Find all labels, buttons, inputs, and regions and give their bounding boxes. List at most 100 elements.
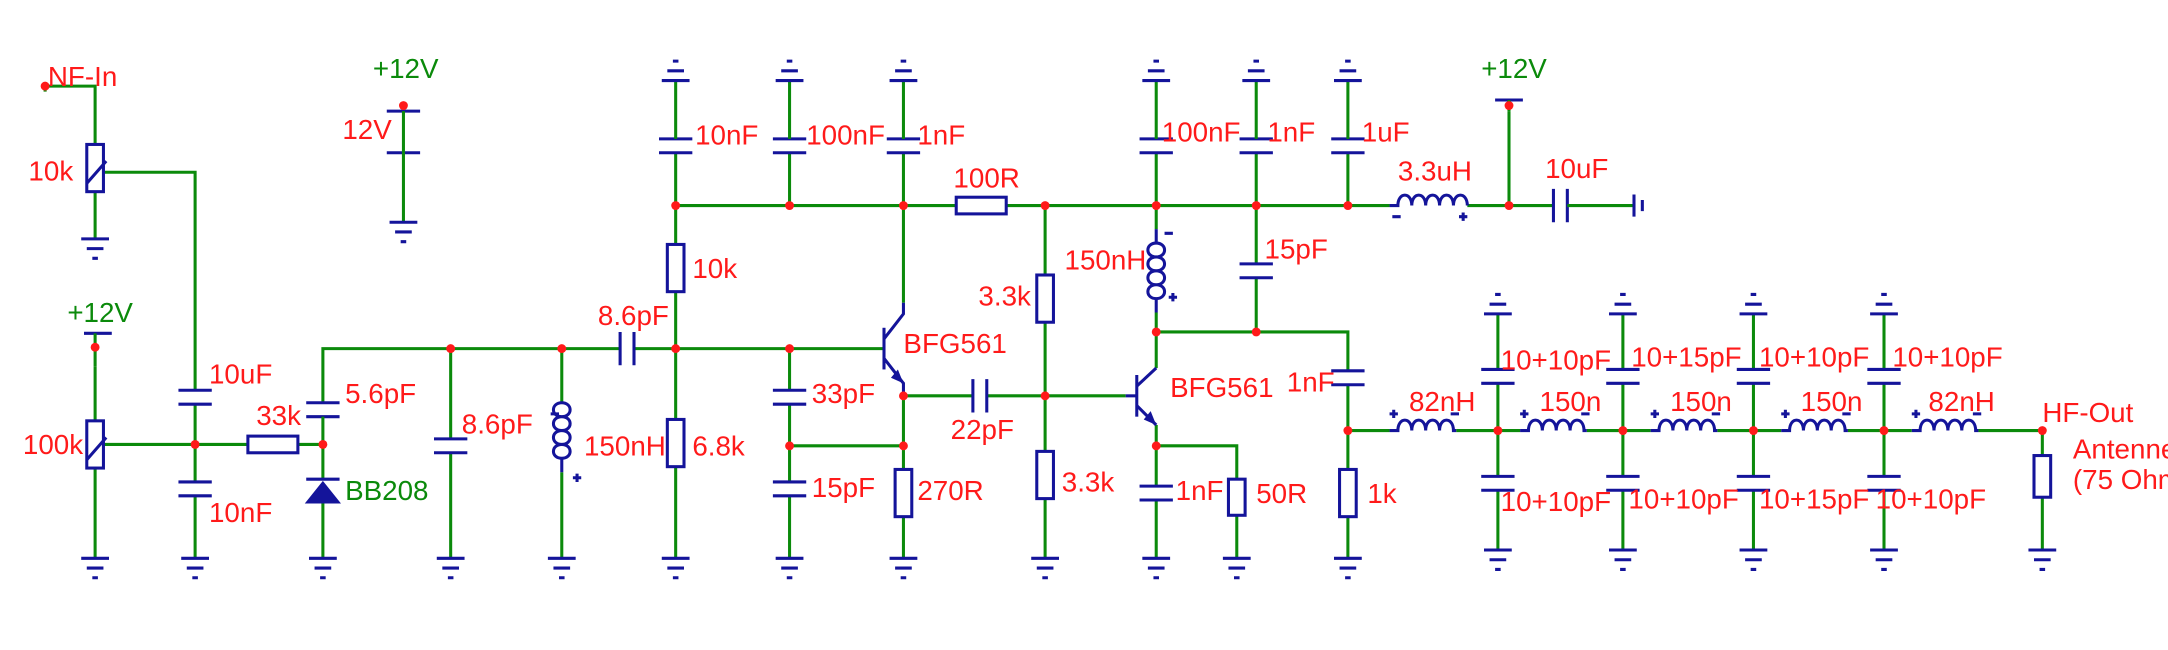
res-270R-symbol — [893, 467, 914, 519]
cap-10uF-symbol — [178, 388, 212, 406]
label-filter-cb4: 10+10pF — [1876, 483, 1986, 514]
pot-10k-symbol — [85, 142, 105, 194]
label-filter-ct3: 10+10pF — [1759, 342, 1869, 373]
label-cap-1uF: 1uF — [1362, 117, 1410, 148]
label-res-1k: 1k — [1367, 478, 1396, 509]
label-ind-3u3: 3.3uH — [1398, 156, 1472, 187]
label-pot-10k: 10k — [28, 156, 73, 187]
label-cap-10nF-top: 10nF — [695, 119, 758, 150]
label-res-3k3-b: 3.3k — [1062, 467, 1115, 498]
label-cap-10uF-a: 10uF — [209, 358, 272, 389]
filter-ind-3-symbol — [1650, 418, 1718, 433]
label-antenne: Antenne — [2073, 433, 2168, 464]
res-100R-symbol — [954, 195, 1008, 216]
ind-150nH-b-symbol — [1146, 229, 1167, 313]
label-cap-8p6-series: 8.6pF — [598, 300, 669, 331]
label-filter-ct1: 10+10pF — [1501, 344, 1611, 375]
res-3k3-a-symbol — [1035, 273, 1055, 324]
transistor-q2-symbol — [1125, 366, 1158, 427]
label-res-10k: 10k — [692, 253, 737, 284]
cap-100nF-top-symbol — [772, 137, 807, 155]
label-res-100R: 100R — [953, 163, 1019, 194]
label-res-6k8: 6.8k — [692, 431, 745, 462]
res-10k-symbol — [665, 242, 686, 294]
cap-1uF-symbol — [1331, 137, 1365, 155]
label-cap-100nF-top: 100nF — [806, 119, 885, 150]
ind-150nH-a-symbol — [551, 401, 572, 473]
cap-8p6-series-symbol — [618, 331, 636, 366]
label-supply-2: +12V — [67, 297, 133, 328]
wires — [43, 84, 2044, 559]
label-filter-ct4: 10+10pF — [1892, 342, 2002, 373]
cap-33pF-symbol — [772, 388, 807, 406]
grounds — [81, 59, 2057, 580]
label-ind-150nH-a: 150nH — [584, 431, 666, 462]
label-ind-150nH-b: 150nH — [1065, 244, 1147, 275]
label-res-33k: 33k — [256, 400, 301, 431]
cap-5p6-symbol — [306, 401, 340, 419]
cap-10uF-b-symbol — [1551, 188, 1569, 223]
label-q2: BFG561 — [1170, 372, 1273, 403]
cap-10nF-top-symbol — [659, 137, 693, 155]
label-supply-3: +12V — [1481, 53, 1547, 84]
filter-ind-4-symbol — [1781, 418, 1848, 433]
label-cap-22pF: 22pF — [951, 414, 1014, 445]
label-cap-1nF-out: 1nF — [1287, 367, 1335, 398]
label-q1: BFG561 — [903, 328, 1006, 359]
label-ohm: (75 Ohm) — [2073, 464, 2168, 495]
res-3k3-b-symbol — [1035, 449, 1055, 501]
label-filter-ct2: 10+15pF — [1631, 342, 1741, 373]
filter-ind-5-symbol — [1911, 418, 1979, 433]
label-filter-l3: 150n — [1670, 386, 1732, 417]
pot-100k-symbol — [85, 419, 105, 470]
cap-1nF-emit-symbol — [1139, 484, 1173, 502]
label-filter-cb2: 10+10pF — [1628, 483, 1738, 514]
label-res-270R: 270R — [917, 475, 983, 506]
cap-8p6-shunt-symbol — [434, 437, 468, 455]
cap-1nF-out-symbol — [1331, 369, 1365, 387]
label-cap-10uF-b: 10uF — [1545, 153, 1608, 184]
label-filter-l2: 150n — [1540, 386, 1602, 417]
label-filter-l1: 82nH — [1409, 386, 1475, 417]
label-filter-l5: 82nH — [1928, 386, 1994, 417]
components — [84, 80, 2053, 519]
label-cap-1nF-top2: 1nF — [1267, 117, 1315, 148]
nodes — [40, 81, 2047, 451]
label-cap-10nF-a: 10nF — [209, 497, 272, 528]
res-1k-symbol — [1338, 467, 1358, 519]
cap-1nF-top-symbol — [886, 137, 921, 155]
label-filter-cb3: 10+15pF — [1759, 483, 1869, 514]
label-cap-1nF-emit: 1nF — [1176, 475, 1224, 506]
cap-15pF-b-symbol — [1239, 262, 1273, 280]
cap-15pF-a-symbol — [772, 480, 807, 498]
label-pot-100k: 100k — [23, 429, 83, 460]
filter-ind-1-symbol — [1389, 418, 1457, 433]
label-filter-cb1: 10+10pF — [1501, 486, 1611, 517]
label-varactor: BB208 — [345, 475, 428, 506]
antenna-load-symbol — [2032, 454, 2053, 499]
res-33k-symbol — [246, 434, 300, 455]
res-50R-symbol — [1226, 477, 1247, 517]
cap-22pF-symbol — [971, 379, 989, 413]
label-supply-1: +12V — [373, 53, 439, 84]
label-cap-5p6: 5.6pF — [345, 378, 416, 409]
label-cap-100nF-top2: 100nF — [1162, 117, 1241, 148]
label-cap-15pF-a: 15pF — [812, 472, 875, 503]
label-hf-out: HF-Out — [2042, 397, 2133, 428]
label-cap-33pF: 33pF — [812, 378, 875, 409]
label-supply-12v: 12V — [342, 114, 392, 145]
label-filter-l4: 150n — [1801, 386, 1863, 417]
label-cap-15pF-b: 15pF — [1265, 233, 1328, 264]
ind-3u3-symbol — [1389, 193, 1469, 208]
label-nf-in: NF-In — [48, 61, 117, 92]
cap-10nF-symbol — [178, 480, 212, 498]
label-res-3k3-a: 3.3k — [978, 281, 1031, 312]
filter-ind-2-symbol — [1520, 418, 1587, 433]
label-cap-8p6-shunt: 8.6pF — [462, 408, 533, 439]
label-res-50R: 50R — [1256, 478, 1307, 509]
transistor-q1-symbol — [882, 302, 905, 396]
label-cap-1nF-top: 1nF — [917, 119, 965, 150]
labels: NF-In +12V 12V +12V +12V 10k 100k 10uF 1… — [23, 53, 2168, 528]
res-6k8-symbol — [665, 417, 686, 469]
